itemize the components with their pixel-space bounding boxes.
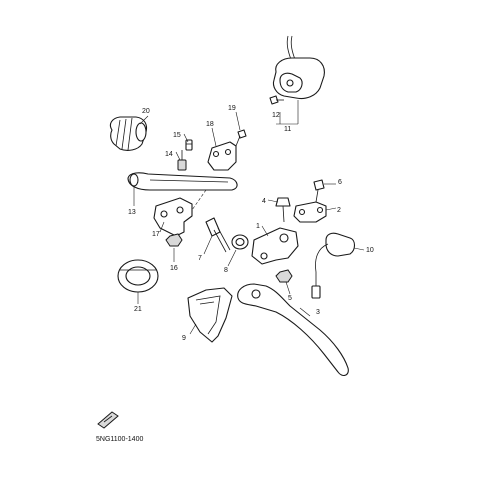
part-12-screw[interactable] — [269, 95, 284, 105]
callout-8: 8 — [224, 267, 228, 274]
callout-labels: 1 2 3 4 5 6 7 8 9 10 11 12 13 14 15 16 1… — [128, 105, 374, 342]
part-17-clamp-bracket[interactable] — [153, 197, 193, 237]
part-2-clamp-cap[interactable] — [293, 201, 327, 223]
callout-14: 14 — [165, 151, 173, 158]
callout-3: 3 — [316, 309, 320, 316]
diagram-code: 5NG1100-1400 — [96, 436, 143, 443]
part-14-bolt[interactable] — [177, 150, 187, 171]
callout-10: 10 — [366, 247, 374, 254]
callout-17: 17 — [152, 231, 160, 238]
front-arrow-icon — [97, 411, 119, 429]
part-4-bolt[interactable] — [275, 197, 291, 223]
callout-18: 18 — [206, 121, 214, 128]
callout-5: 5 — [288, 295, 292, 302]
callout-1: 1 — [256, 223, 260, 230]
part-20-switch-body[interactable] — [109, 116, 148, 151]
part-21-clamp-ring[interactable] — [117, 259, 159, 293]
part-15-pin[interactable] — [185, 139, 193, 151]
callout-11: 11 — [284, 126, 291, 133]
callout-6: 6 — [338, 179, 342, 186]
part-11-switch-assembly[interactable] — [272, 35, 325, 100]
callout-16: 16 — [170, 265, 178, 272]
part-10-switch-lead[interactable] — [311, 232, 356, 299]
part-3-clutch-lever[interactable] — [237, 283, 349, 377]
part-6-screw[interactable] — [313, 179, 325, 203]
part-8-adjuster[interactable] — [231, 234, 249, 250]
part-7-bolt[interactable] — [205, 217, 231, 253]
callout-15: 15 — [173, 132, 181, 139]
callout-13: 13 — [128, 209, 136, 216]
part-19-screw[interactable] — [235, 129, 247, 147]
part-16-nut[interactable] — [165, 233, 183, 247]
callout-4: 4 — [262, 198, 266, 205]
callout-9: 9 — [182, 335, 186, 342]
callout-2: 2 — [337, 207, 341, 214]
callout-7: 7 — [198, 255, 202, 262]
callout-12: 12 — [272, 112, 280, 119]
part-9-lever-cover[interactable] — [187, 287, 233, 343]
part-5-nut[interactable] — [275, 269, 293, 283]
part-18-holder[interactable] — [207, 141, 237, 171]
callout-19: 19 — [228, 105, 236, 112]
part-1-lever-holder[interactable] — [251, 227, 299, 265]
part-13-lever-bracket-bar[interactable] — [127, 172, 238, 211]
leader-lines — [133, 100, 365, 335]
callout-20: 20 — [142, 108, 150, 115]
callout-21: 21 — [134, 306, 142, 313]
